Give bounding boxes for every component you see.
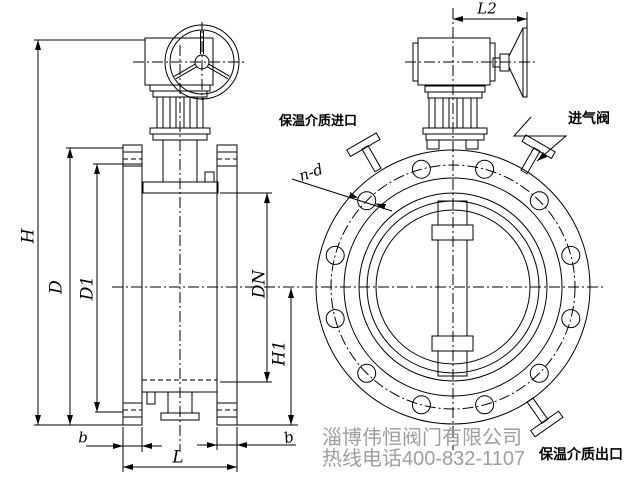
raised-face-circle — [358, 192, 548, 382]
dim-label-D: D — [46, 280, 67, 294]
label-insulation-inlet: 保温介质进口 — [279, 113, 358, 128]
yoke-column — [169, 96, 177, 129]
air-valve-leader — [512, 116, 568, 162]
disc-circle — [375, 209, 531, 365]
insulation-inlet-nozzle — [346, 132, 382, 173]
dim-label-H1: H1 — [269, 340, 290, 366]
jacket-flange-circle — [343, 177, 563, 397]
dim-label-H: H — [18, 228, 39, 244]
label-insulation-outlet: 保温介质出口 — [539, 446, 623, 462]
dimension-lines — [34, 12, 528, 472]
dim-label-DN: DN — [249, 269, 270, 299]
insulation-outlet-nozzle — [526, 397, 564, 438]
stem — [431, 200, 474, 377]
watermark-company: 淄博伟恒阀门有限公司 — [322, 427, 522, 449]
right-flange — [216, 144, 238, 426]
label-air-inlet-valve: 进气阀 — [568, 110, 610, 126]
handwheel-hub — [194, 54, 210, 70]
arrowheads — [35, 16, 547, 470]
handwheel-rim-outer — [164, 24, 240, 100]
bolt-holes — [325, 159, 581, 415]
yoke-column — [183, 96, 191, 129]
front-gearbox — [412, 27, 528, 98]
watermark-hotline: 热线电话400-832-1107 — [322, 448, 526, 470]
handwheel-rim-inner — [169, 29, 235, 95]
dim-label-D1: D1 — [77, 275, 98, 301]
top-plate-boss — [204, 171, 215, 183]
bottom-tab — [146, 391, 156, 405]
bottom-cover-plate — [160, 412, 200, 421]
dim-nd-leader — [291, 178, 393, 212]
bolt-circle — [330, 164, 576, 410]
flange-od-circle — [315, 149, 591, 425]
yoke-column — [196, 96, 204, 129]
front-yoke — [422, 85, 488, 150]
air-inlet-nozzle — [520, 134, 556, 175]
side-view — [122, 24, 240, 426]
left-flange — [122, 144, 143, 426]
handwheel-spokes — [174, 31, 230, 80]
dim-label-L2: L2 — [477, 0, 497, 18]
dim-label-L: L — [172, 447, 184, 468]
body-top-plate — [142, 181, 219, 194]
dim-label-b-left: b — [78, 428, 88, 447]
yoke-column — [156, 96, 164, 129]
front-view — [315, 27, 591, 438]
